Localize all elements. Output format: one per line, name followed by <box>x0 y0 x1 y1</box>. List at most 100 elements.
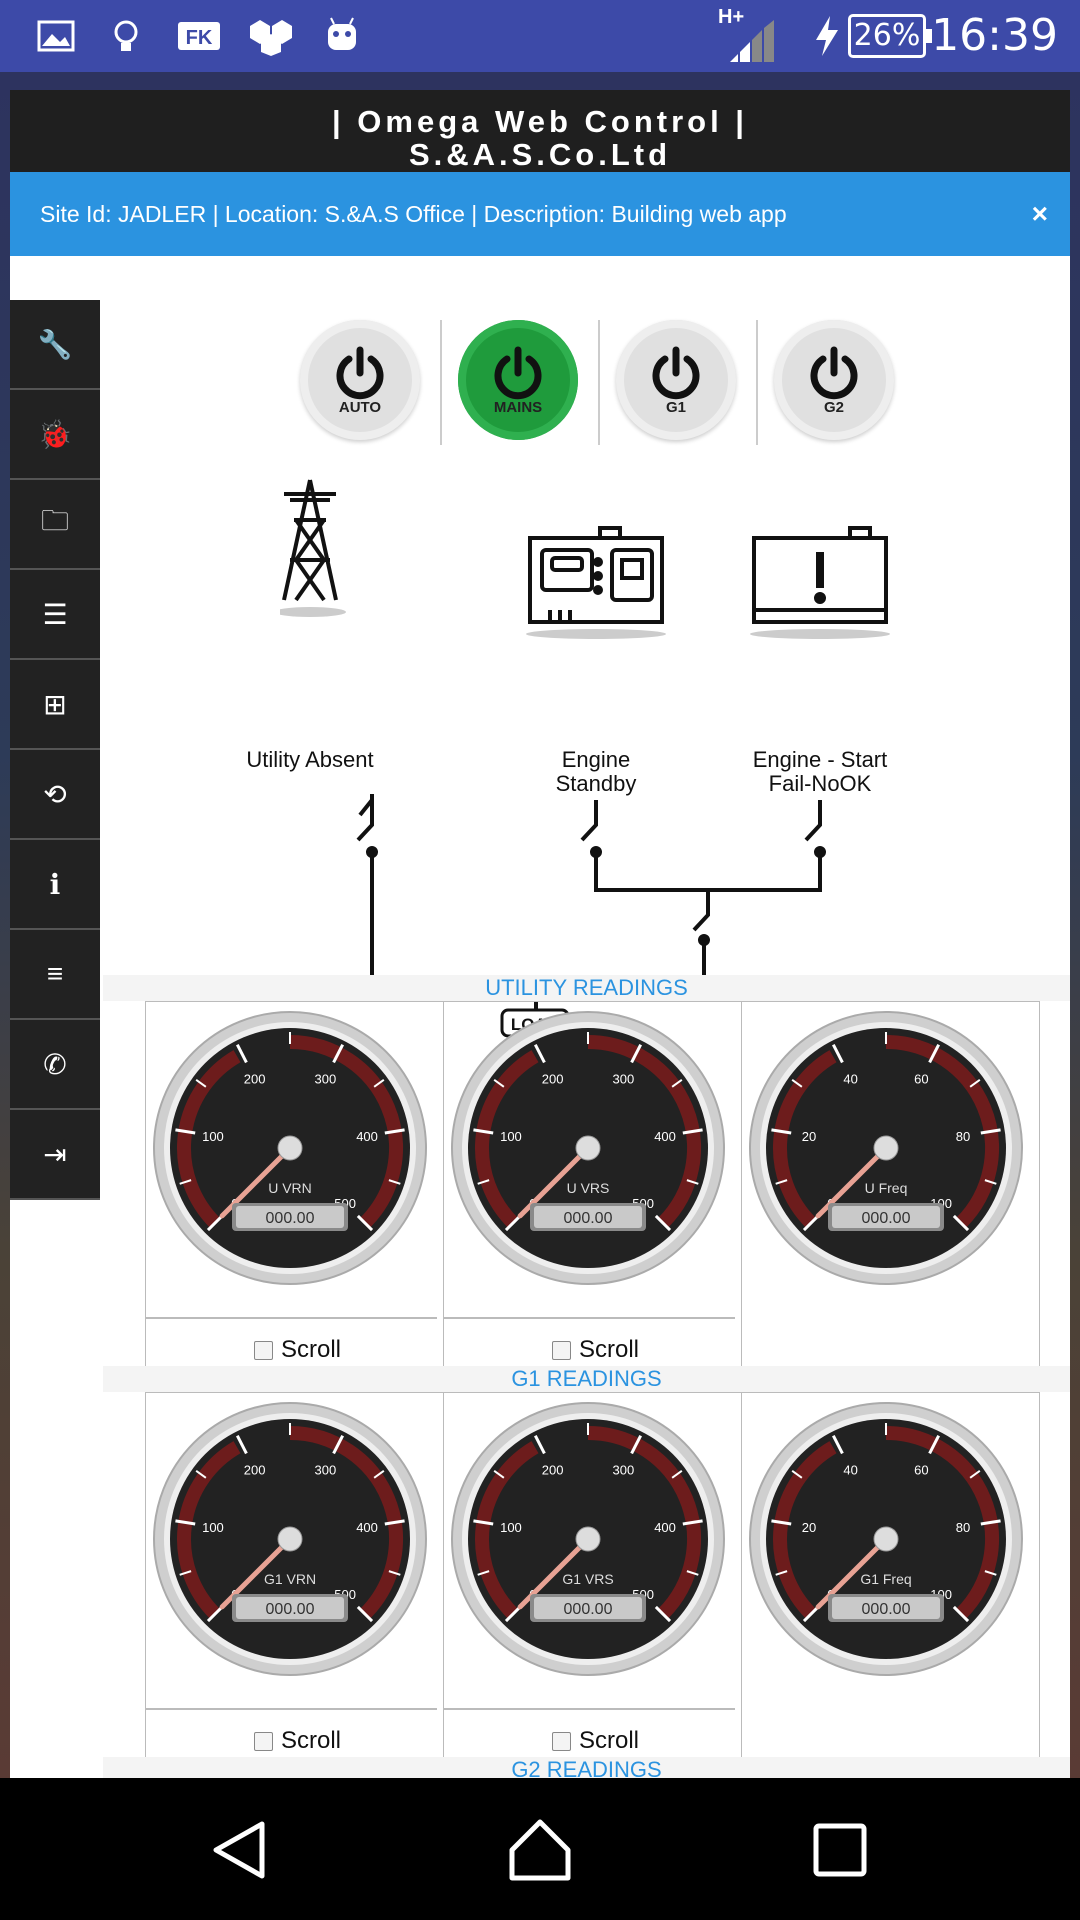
gauge-band <box>587 1426 701 1619</box>
gauge-band <box>475 1441 539 1619</box>
gauge-tick <box>952 1605 970 1623</box>
gauge-band <box>587 1035 701 1228</box>
engine1-status-line1: Engine <box>561 747 631 772</box>
gauge-hub <box>575 1135 601 1161</box>
gauge-tick <box>206 1605 224 1623</box>
bug-icon: 🐞 <box>37 418 73 450</box>
gauge-display-value: 000.00 <box>564 1601 613 1618</box>
gauge-band <box>177 1050 241 1228</box>
gauge-tick-label: 200 <box>542 1072 564 1087</box>
gauge-tick-label: 40 <box>843 1463 857 1478</box>
generator-icon <box>528 526 664 624</box>
gauge-tick-label: 60 <box>914 1072 928 1087</box>
gauge-tick-label: 200 <box>244 1463 266 1478</box>
section-title: UTILITY READINGS <box>103 975 1070 1001</box>
section-title: G1 READINGS <box>103 1366 1070 1392</box>
gauge-tick <box>928 1043 940 1064</box>
sidebar-item-align[interactable]: ≡ <box>10 930 100 1020</box>
site-info-text: Site Id: JADLER | Location: S.&A.S Offic… <box>40 201 787 227</box>
gauge-tick-label: 400 <box>654 1520 676 1535</box>
mode-button-g2[interactable]: G2 <box>774 320 894 440</box>
generator-fault-icon <box>752 526 888 624</box>
scroll-toggle[interactable]: Scroll <box>552 1336 639 1364</box>
sidebar-item-list[interactable]: ☰ <box>10 570 100 660</box>
gauge-row: 0100200300400500U VRN000.00Scroll0100200… <box>145 1001 1040 1367</box>
scroll-checkbox[interactable] <box>254 1731 273 1751</box>
gauge-display-screen <box>832 1597 940 1619</box>
gauge-tick <box>179 1570 192 1576</box>
recents-icon[interactable] <box>812 1822 868 1878</box>
align-icon: ≡ <box>46 958 64 989</box>
sidebar-item-history[interactable]: ⟲ <box>10 750 100 840</box>
transmission-tower-icon <box>282 479 338 602</box>
gauge-tick <box>373 1470 385 1479</box>
gauge-tick <box>791 1079 803 1088</box>
gauge-tick <box>179 1179 192 1185</box>
mode-button-mains[interactable]: MAINS <box>458 320 578 440</box>
gauge-tick <box>195 1470 207 1479</box>
fk-app-icon: FK <box>178 22 220 50</box>
sidebar-item-wrench[interactable]: 🔧 <box>10 300 100 390</box>
gauge-band <box>289 1426 403 1619</box>
gauge-hub <box>277 1526 303 1552</box>
gauge-tick <box>771 1519 792 1526</box>
gauge-tick <box>686 1570 699 1576</box>
power-icon <box>494 346 542 399</box>
shadow <box>526 629 666 639</box>
gauge-tick-label: 300 <box>315 1463 337 1478</box>
mode-button-g1[interactable]: G1 <box>616 320 736 440</box>
close-icon[interactable]: × <box>1031 198 1048 229</box>
gauge-tick <box>534 1434 546 1455</box>
gauge-display-screen <box>236 1597 344 1619</box>
gauge-tick <box>682 1128 703 1135</box>
gauge-tick <box>236 1043 248 1064</box>
section-title: G2 READINGS <box>103 1757 1070 1778</box>
history-icon: ⟲ <box>43 778 67 810</box>
back-icon[interactable] <box>210 1820 270 1880</box>
gauge-tick <box>832 1434 844 1455</box>
scroll-toggle[interactable]: Scroll <box>254 1336 341 1364</box>
web-app-card: | Omega Web Control | S.&A.S.Co.Ltd Site… <box>10 90 1070 1778</box>
scroll-toggle[interactable]: Scroll <box>254 1727 341 1755</box>
gauge-tick <box>388 1179 401 1185</box>
sidebar-item-folder[interactable]: 🗀 <box>10 480 100 570</box>
gauge-tick <box>969 1079 981 1088</box>
gauge-tick <box>630 1434 642 1455</box>
mode-label: MAINS <box>493 398 543 416</box>
home-icon[interactable] <box>508 1818 572 1882</box>
scroll-checkbox[interactable] <box>552 1731 571 1751</box>
gauge-band <box>475 1050 539 1228</box>
gauge-tick-label: 40 <box>843 1072 857 1087</box>
mode-label: AUTO <box>338 398 382 416</box>
gauge-tick <box>671 1470 683 1479</box>
gauge-display-value: 000.00 <box>564 1210 613 1227</box>
gauge-tick <box>236 1434 248 1455</box>
sidebar-item-info[interactable]: ℹ <box>10 840 100 930</box>
gauge-tick <box>534 1043 546 1064</box>
svg-text:FK: FK <box>186 27 213 49</box>
gauge-tick-label: 20 <box>802 1129 816 1144</box>
mode-divider <box>440 320 442 445</box>
phone-icon: ✆ <box>43 1048 67 1080</box>
sidebar-item-phone[interactable]: ✆ <box>10 1020 100 1110</box>
sidebar-item-sign-out[interactable]: ⇥ <box>10 1110 100 1200</box>
network-type: H+ <box>718 6 745 28</box>
gauge-tick <box>984 1179 997 1185</box>
gauge-tick <box>473 1519 494 1526</box>
scroll-toggle[interactable]: Scroll <box>552 1727 639 1755</box>
gauge-tick <box>175 1128 196 1135</box>
sidebar-item-bug[interactable]: 🐞 <box>10 390 100 480</box>
divider <box>444 1708 735 1710</box>
gauge-tick-label: 80 <box>956 1129 970 1144</box>
gauge-tick <box>504 1605 522 1623</box>
gauge-tick <box>802 1214 820 1232</box>
gauge-name: G1 VRS <box>562 1571 613 1587</box>
sidebar-item-plus-square[interactable]: ⊞ <box>10 660 100 750</box>
scroll-checkbox[interactable] <box>254 1340 273 1360</box>
gauge-tick-label: 200 <box>244 1072 266 1087</box>
mode-button-auto[interactable]: AUTO <box>300 320 420 440</box>
scroll-checkbox[interactable] <box>552 1340 571 1360</box>
